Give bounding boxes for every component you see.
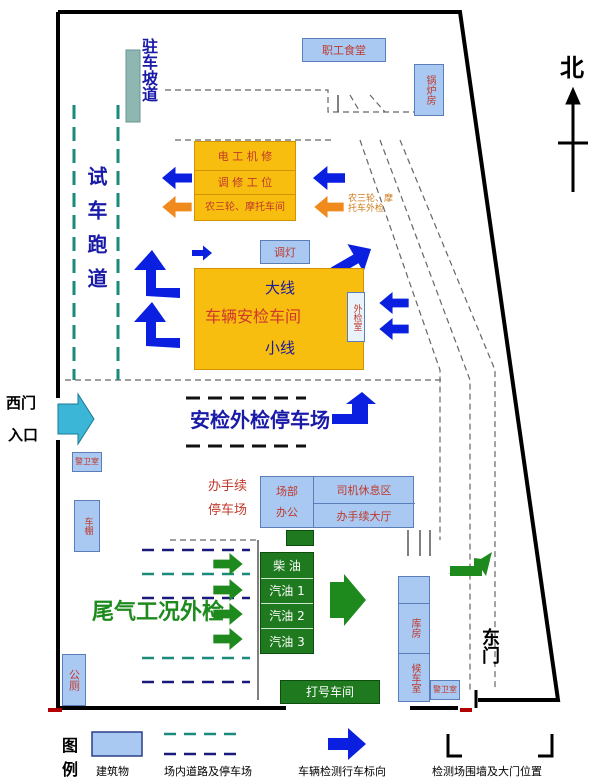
gate-markers	[48, 708, 472, 712]
handling-hall-label: 办手续大厅	[336, 509, 392, 523]
toilet: 公厕	[62, 654, 86, 706]
external-check-label: 外检室	[351, 303, 362, 331]
arrow-right-icon	[213, 553, 243, 575]
green-arrow-small-icon	[448, 552, 492, 574]
test-track-label: 试车跑道	[84, 166, 108, 302]
warehouse-block: 库房 候车室	[398, 576, 430, 702]
light-adjust-label: 调灯	[274, 245, 296, 259]
tricycle-outside-label: 农三轮、摩托车外检	[348, 194, 394, 214]
diesel-label: 柴 油	[273, 558, 301, 573]
gas1-label: 汽油 1	[269, 583, 305, 598]
arrow-turn-icon	[134, 302, 180, 348]
exhaust-check-label: 尾气工况外检	[92, 600, 225, 625]
canteen-label: 职工食堂	[322, 43, 366, 57]
guard-room-east: 警卫室	[430, 680, 460, 700]
office-block: 场部 办公 司机休息区 办手续大厅	[260, 476, 415, 528]
arrow-right-icon	[192, 245, 212, 261]
boiler-room: 锅炉房	[414, 64, 444, 116]
warehouse-label: 库房	[409, 618, 420, 638]
legend-title-2: 例	[62, 760, 79, 779]
inspection-parking-label: 安检外检停车场	[190, 408, 330, 432]
legend-building-label: 建筑物	[96, 765, 129, 778]
arrow-left-icon	[379, 292, 409, 314]
arrow-turn-icon	[134, 250, 180, 298]
arrow-left-icon	[162, 196, 192, 218]
ramp-label: 驻车坡道	[139, 38, 158, 102]
electrician-label: 电 工 机 修	[217, 149, 273, 163]
field-office-label-1: 场部	[276, 485, 298, 498]
arrow-right-icon	[213, 628, 243, 650]
toilet-label: 公厕	[67, 669, 81, 691]
big-green-arrow-icon	[330, 574, 366, 626]
fuel-station: 柴 油 汽油 1 汽油 2 汽油 3	[260, 552, 314, 654]
light-adjust-room: 调灯	[260, 240, 310, 264]
north-label: 北	[560, 54, 584, 82]
inspection-hall: 大线 车辆安检车间 小线	[194, 268, 364, 370]
green-block	[286, 530, 314, 546]
arrow-turn-icon	[332, 392, 376, 424]
handling-parking-label-2: 停车场	[208, 503, 248, 518]
north-arrow	[558, 86, 588, 192]
road-solid	[257, 95, 431, 700]
car-shed-label: 车棚	[82, 517, 93, 535]
legend-wall-label: 检测场围墙及大门位置	[432, 765, 542, 778]
repair-station-label: 调 修 工 位	[217, 175, 273, 189]
plate-workshop-label: 打号车间	[305, 685, 354, 699]
arrow-left-icon	[313, 166, 345, 190]
repair-building: 电 工 机 修 调 修 工 位 农三轮、摩托车间	[194, 141, 296, 221]
guard-east-label: 警卫室	[433, 685, 457, 694]
plate-workshop: 打号车间	[280, 680, 380, 704]
ramp-bar	[125, 49, 141, 123]
guard-room-west: 警卫室	[72, 452, 102, 472]
external-check-room: 外检室	[347, 292, 365, 342]
car-shed: 车棚	[74, 500, 100, 552]
west-gate-label-2: 入口	[8, 426, 39, 444]
gas3-label: 汽油 3	[269, 634, 305, 649]
handling-parking-label-1: 办手续	[208, 479, 248, 494]
small-line-label: 小线	[265, 339, 296, 357]
driver-rest-label: 司机休息区	[336, 483, 392, 497]
arrow-left-icon	[379, 318, 409, 340]
gas2-label: 汽油 2	[269, 608, 305, 623]
waiting-room-label: 候车室	[409, 663, 420, 693]
big-line-label: 大线	[265, 279, 296, 297]
legend-graphics	[91, 728, 554, 760]
hall-name-label: 车辆安检车间	[205, 307, 302, 326]
west-gate-arrow-icon	[57, 392, 95, 446]
inspection-parking-lines	[186, 396, 306, 448]
green-arrows	[213, 552, 492, 650]
arrow-left-icon	[314, 196, 344, 218]
east-gate-label: 东门	[479, 628, 500, 664]
boiler-room-label: 锅炉房	[424, 75, 435, 105]
legend-title-1: 图	[62, 736, 79, 755]
west-gate-label-1: 西门	[6, 394, 37, 412]
arrow-left-icon	[162, 166, 192, 190]
legend-road-label: 场内道路及停车场	[164, 765, 252, 778]
legend-direction-label: 车辆检测行车标向	[298, 765, 386, 778]
internal-roads	[65, 89, 496, 690]
canteen: 职工食堂	[302, 38, 386, 62]
tricycle-hall-label: 农三轮、摩托车间	[205, 202, 285, 213]
test-track-lines	[72, 105, 120, 380]
field-office-label-2: 办公	[276, 506, 298, 519]
guard-west-label: 警卫室	[75, 457, 99, 466]
